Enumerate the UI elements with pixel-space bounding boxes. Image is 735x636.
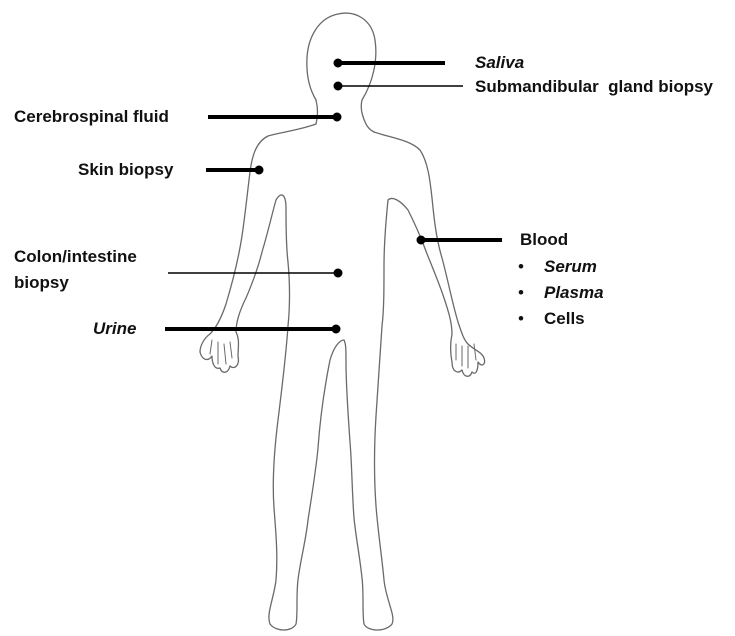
left-fingers [210,340,232,364]
colon-biopsy-label: biopsy [14,272,69,294]
skin-biopsy-label: Skin biopsy [78,159,173,181]
blood-label: Blood [520,229,568,251]
blood-dot [417,236,425,244]
blood-component-item: • Cells [518,306,604,332]
right-body-outline [344,132,485,630]
neck-left [316,100,318,124]
left-body-outline [200,124,344,630]
plasma-label: Plasma [544,283,604,302]
skin-dot [255,166,263,174]
colon-dot [334,269,342,277]
serum-label: Serum [544,257,597,276]
cells-label: Cells [544,309,585,328]
submandibular-gland-biopsy-label: Submandibular gland biopsy [475,76,713,98]
blood-components-list: • Serum • Plasma • Cells [518,254,604,332]
cerebrospinal-fluid-label: Cerebrospinal fluid [14,106,169,128]
submandibular-dot [334,82,342,90]
bullet-icon: • [518,306,524,332]
saliva-label: Saliva [475,52,524,74]
colon-intestine-label: Colon/intestine [14,246,137,268]
bullet-icon: • [518,254,524,280]
blood-component-item: • Plasma [518,280,604,306]
csf-dot [333,113,341,121]
blood-component-item: • Serum [518,254,604,280]
urine-dot [332,325,340,333]
urine-label: Urine [93,318,136,340]
bullet-icon: • [518,280,524,306]
saliva-dot [334,59,342,67]
